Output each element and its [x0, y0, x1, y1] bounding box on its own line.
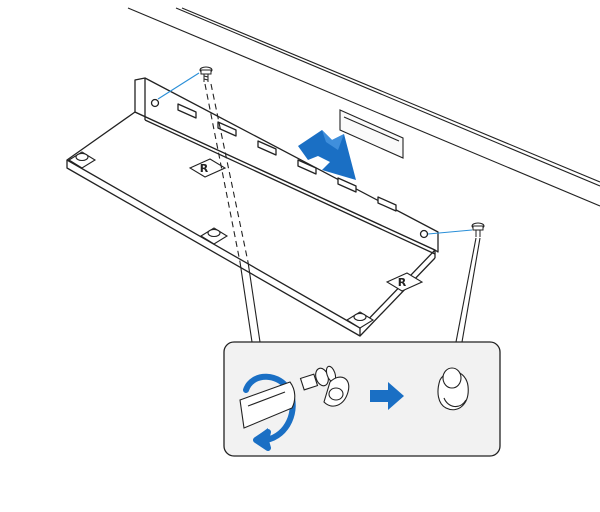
- finger: [239, 381, 296, 429]
- foot-3: [345, 311, 375, 329]
- screw-detail: [299, 365, 350, 407]
- guide-dashes: [204, 83, 249, 263]
- alignment-leaders: [157, 72, 473, 235]
- stamp-mark-left: R: [188, 158, 227, 178]
- bracket-feet: [67, 151, 375, 329]
- foot-2: [199, 227, 229, 245]
- flange-tabs: [177, 103, 397, 212]
- flange-hole-left: [150, 98, 160, 108]
- foot-1: [67, 151, 97, 169]
- stamp-mark-right-label: R: [398, 276, 407, 289]
- screw-left: [199, 66, 213, 82]
- arrow-right-icon: [370, 382, 404, 410]
- mounting-bracket: [66, 77, 439, 337]
- detail-panel: [223, 341, 501, 457]
- stamp-mark-left-label: R: [200, 162, 209, 175]
- device-body: [127, 7, 600, 207]
- screw-right: [471, 222, 485, 237]
- stamp-mark-right: R: [385, 272, 424, 292]
- flange-hole-right: [419, 229, 429, 239]
- detail-callout-lines: [239, 237, 481, 343]
- screw-seated: [437, 367, 469, 411]
- arrow-down-right-icon: [298, 130, 356, 180]
